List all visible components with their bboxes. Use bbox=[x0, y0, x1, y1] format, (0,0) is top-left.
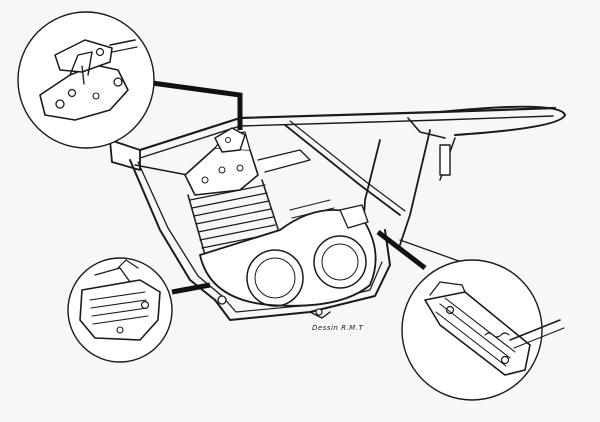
illustration-credit: Dessin R.M.T bbox=[312, 324, 363, 332]
footrest-bracket-detail-right bbox=[401, 259, 565, 401]
leader-line-top bbox=[151, 80, 243, 130]
footrest-bracket-icon bbox=[67, 257, 173, 363]
engine bbox=[184, 127, 377, 307]
leader-line-left bbox=[171, 282, 211, 295]
leader-lines bbox=[151, 80, 427, 295]
engine-mount-bracket-icon bbox=[17, 11, 155, 149]
leader-line-right bbox=[376, 230, 427, 270]
